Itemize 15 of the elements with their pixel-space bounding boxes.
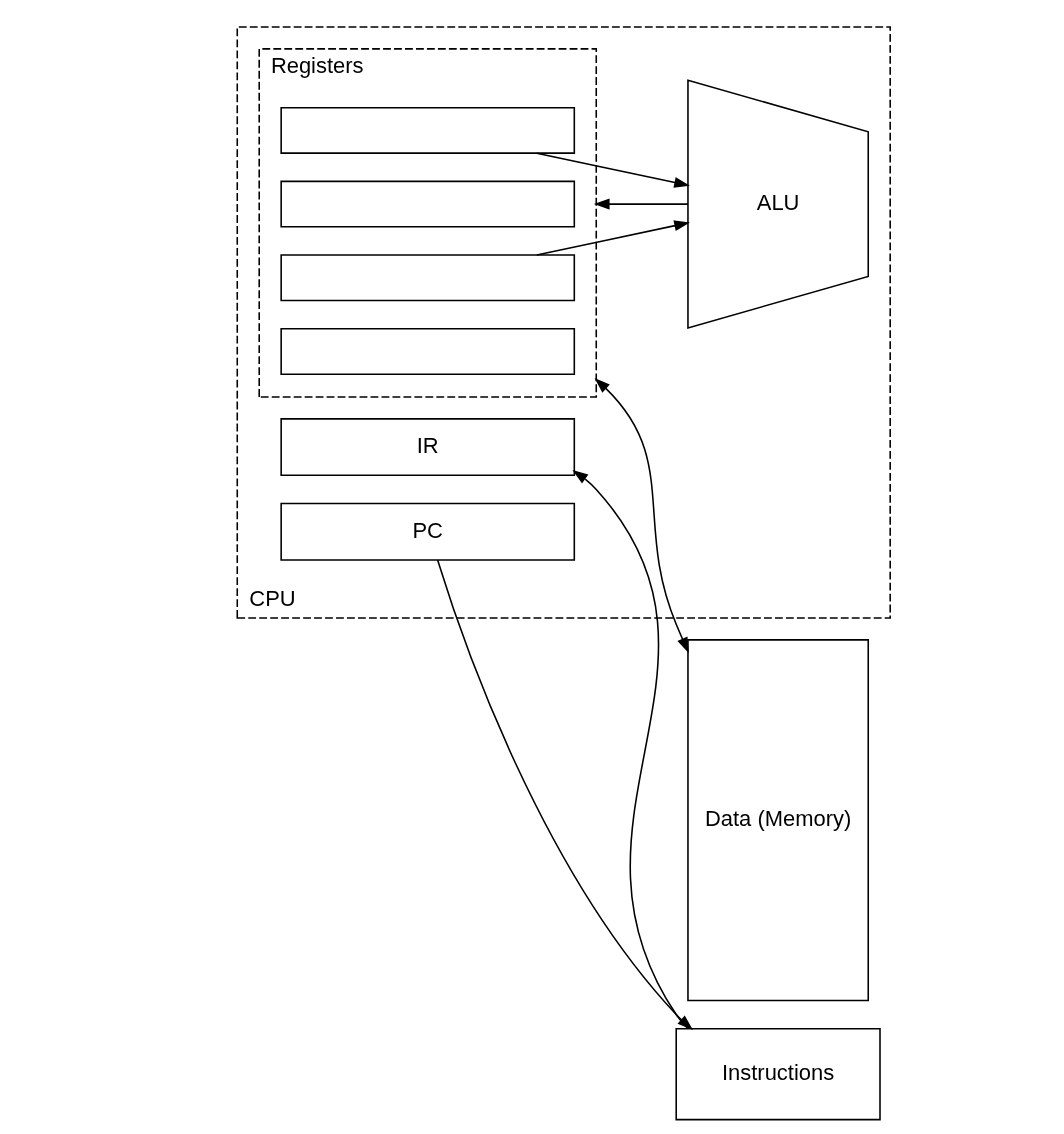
arrow [593, 198, 689, 210]
arrow [535, 220, 690, 256]
node-box [279, 254, 575, 302]
arrow [594, 378, 689, 654]
arrow [535, 152, 690, 188]
node-box: Data (Memory) [686, 639, 869, 1002]
node-box: IR [279, 418, 575, 477]
node-box [279, 106, 575, 154]
node-box [279, 180, 575, 228]
cluster: Registers [257, 48, 597, 398]
node-box: Instructions [674, 1027, 881, 1121]
node-box [279, 327, 575, 375]
arrow [571, 469, 689, 1030]
node-box: ALU [686, 79, 869, 329]
node-box: PC [279, 502, 575, 561]
